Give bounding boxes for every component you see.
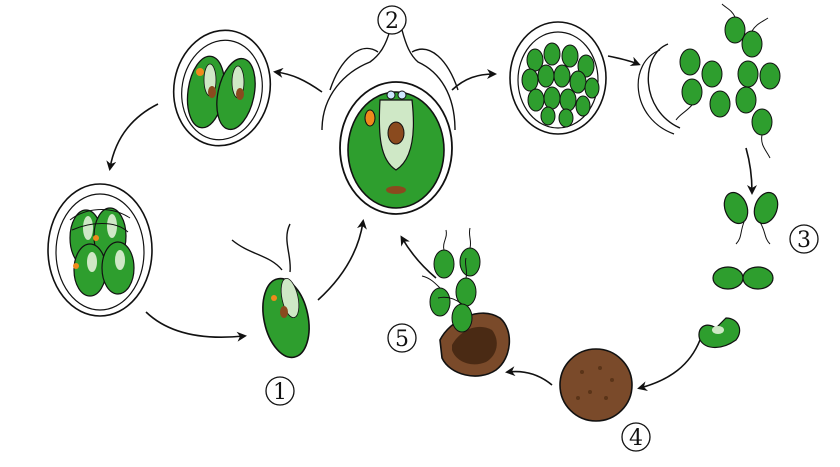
stage-label-2: 2: [377, 5, 407, 35]
four-daughter-cells-sporangium: [47, 183, 153, 317]
stage-label-3-text: 3: [797, 228, 811, 253]
stage-label-3: 3: [789, 224, 819, 254]
arrow-icon: [106, 103, 159, 171]
mature-cell-stage-2: [321, 29, 459, 215]
arrow-icon: [317, 219, 367, 301]
arrow-icon: [145, 311, 247, 342]
arrow-icon: [607, 55, 641, 67]
arrow-icon: [637, 339, 701, 392]
zygospore-icon: [559, 348, 633, 422]
free-swimming-cell-stage-1: [231, 223, 310, 359]
stage-label-4-text: 4: [629, 426, 643, 451]
stage-label-4: 4: [621, 422, 651, 452]
stage-label-5-text: 5: [395, 327, 409, 352]
stage-label-1: 1: [265, 376, 295, 406]
stage-label-5: 5: [387, 323, 417, 353]
gamete-fusion-stage-3: [698, 191, 779, 349]
zygospore-stage-4: [559, 348, 633, 422]
arrow-icon: [745, 147, 757, 195]
arrow-icon: [400, 235, 437, 279]
cycle-arrows: [106, 55, 757, 392]
arrow-icon: [505, 366, 553, 386]
many-daughter-cells-sporangium: [509, 21, 607, 135]
stage-label-1-text: 1: [273, 380, 287, 405]
stage-label-2-text: 2: [385, 9, 399, 34]
arrow-icon: [451, 69, 497, 91]
two-daughter-cells-sporangium: [172, 29, 272, 147]
arrow-icon: [273, 67, 323, 93]
germination-stage-5: [421, 227, 511, 377]
released-gametes: [637, 3, 781, 159]
